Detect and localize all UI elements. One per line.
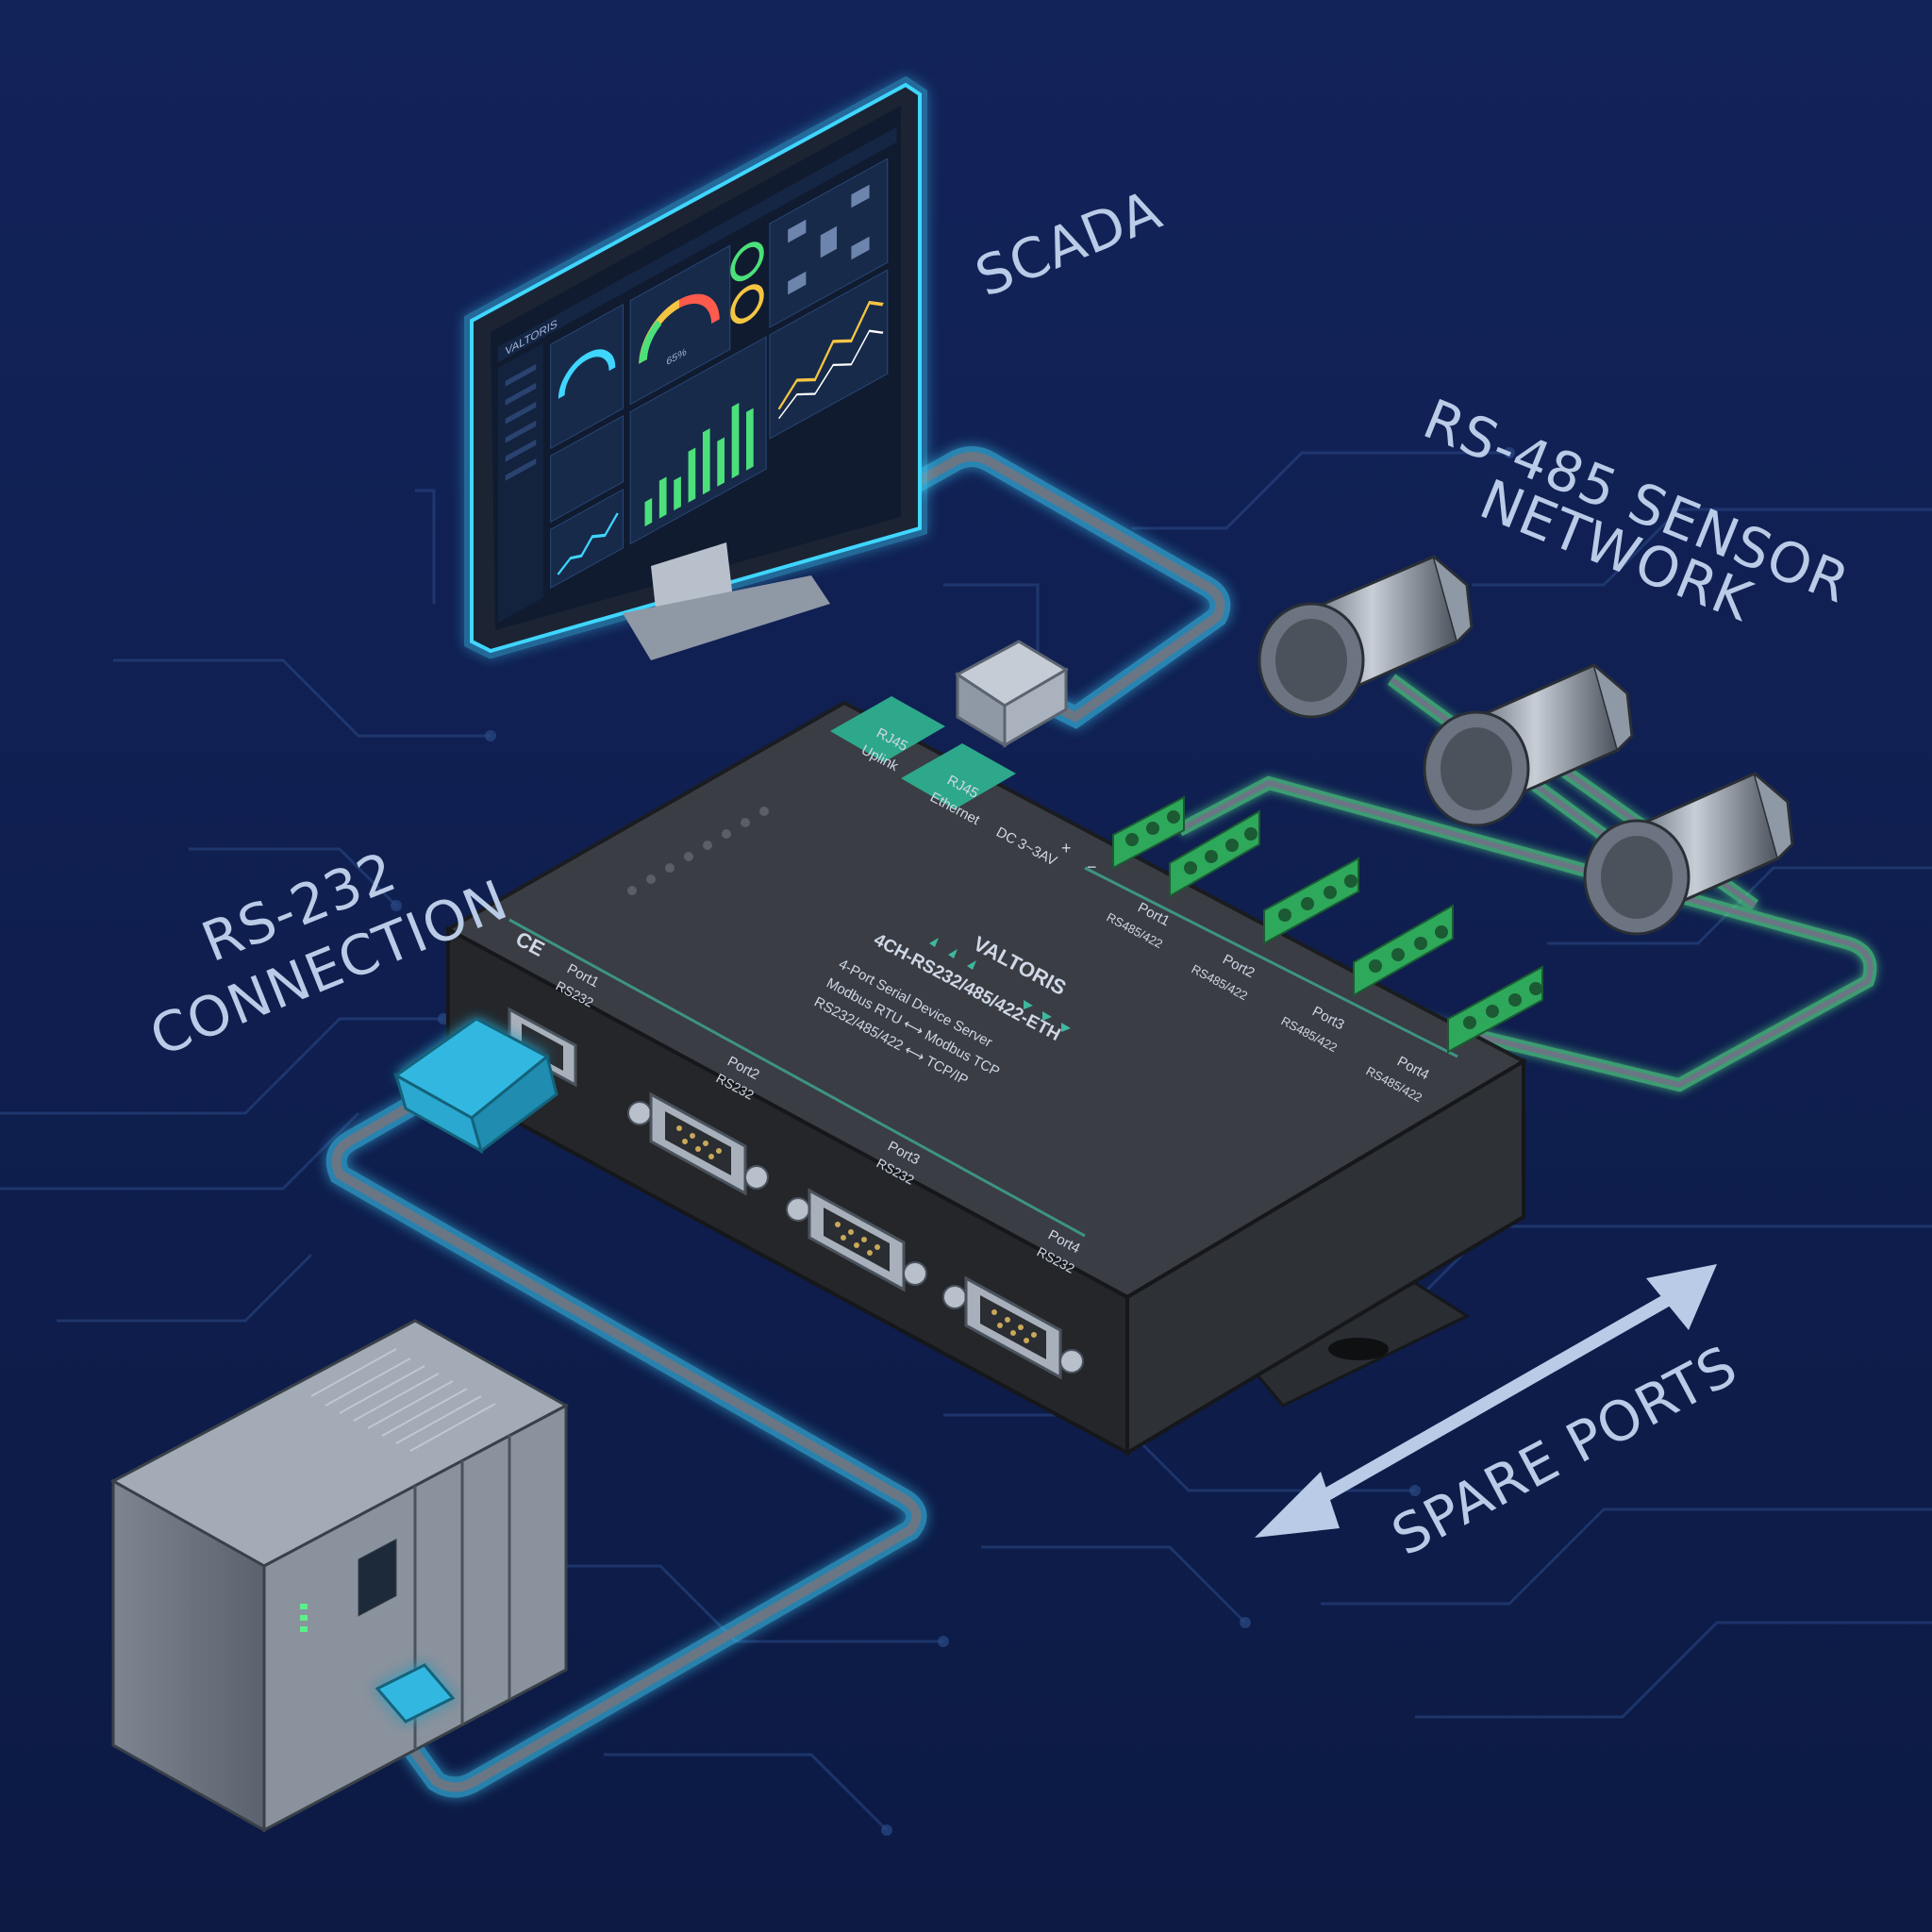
plc-display: [358, 1538, 397, 1617]
terminal-block-1[interactable]: [1112, 795, 1185, 870]
serial-device-server: [443, 700, 1528, 1457]
rj45-plug: [955, 640, 1069, 748]
led-4: [703, 841, 712, 850]
dc-plus: +: [1061, 839, 1072, 858]
terminal-block-4[interactable]: [1353, 904, 1454, 997]
arrow-head-right-icon: [1646, 1264, 1717, 1330]
terminal-block-2[interactable]: [1169, 809, 1260, 898]
led-6: [665, 863, 675, 873]
led-indicators: [627, 807, 769, 895]
dashboard-sidebar: [498, 342, 544, 623]
mount-hole: [1328, 1338, 1389, 1360]
device-right-face: [1125, 1058, 1525, 1457]
rs232-cable-core: [331, 1099, 922, 1792]
proximity-sensor-2: [1423, 662, 1634, 827]
dashboard: VALTORIS 65%: [498, 126, 897, 623]
proximity-sensor-1: [1257, 554, 1474, 719]
led-2: [741, 818, 750, 827]
db9-port-3[interactable]: [786, 1188, 927, 1292]
db9-port-2[interactable]: [627, 1091, 769, 1196]
spare-ports-arrow: [1255, 1264, 1717, 1538]
line-panel: [769, 269, 889, 440]
led-8: [627, 886, 637, 895]
plc-ethernet-plug: [375, 1663, 456, 1724]
plc-status-leds: [300, 1604, 308, 1632]
led-3: [722, 829, 731, 839]
db9-connector-cyan: [393, 1017, 558, 1155]
led-7: [646, 874, 656, 884]
db9-port-4[interactable]: [942, 1275, 1084, 1380]
chevron-left-icon: [929, 938, 976, 970]
plc-controller: [109, 1319, 570, 1833]
proximity-sensor-3: [1583, 771, 1794, 936]
terminal-block-3[interactable]: [1263, 857, 1359, 945]
terminal-block-5[interactable]: [1447, 965, 1543, 1054]
chevron-right-icon: [1024, 1000, 1071, 1032]
terminal-blocks: [1112, 795, 1543, 1054]
gauge-small: [558, 349, 616, 399]
dc-minus: −: [1087, 858, 1097, 876]
led-5: [684, 852, 693, 861]
plc-vents: [310, 1348, 496, 1452]
monitor-base: [623, 575, 830, 660]
led-1: [759, 807, 769, 816]
scada-monitor: VALTORIS 65%: [464, 75, 927, 660]
arrow-head-left-icon: [1255, 1472, 1340, 1538]
